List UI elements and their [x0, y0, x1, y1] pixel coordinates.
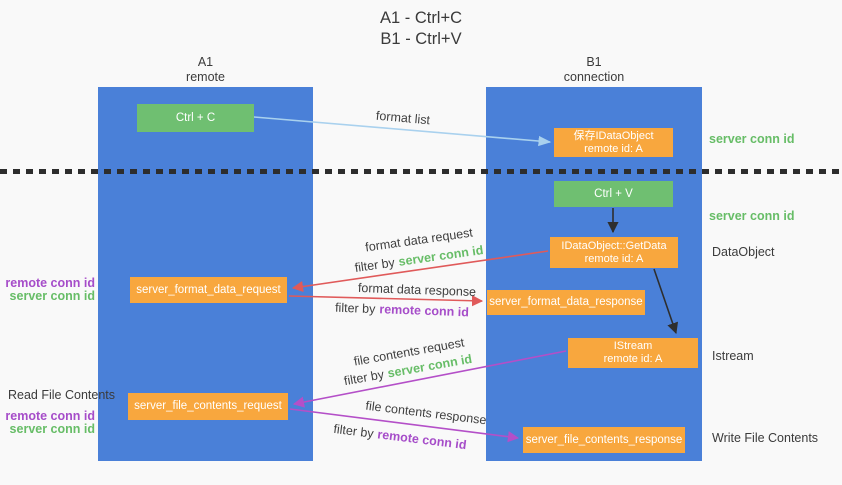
read-file-contents-label: Read File Contents	[8, 388, 116, 402]
write-file-contents-label: Write File Contents	[712, 431, 819, 445]
lifeline-b1-header: B1 connection	[486, 55, 702, 85]
filter-by-text: filter by	[334, 300, 376, 317]
remote-conn-id-left-1: remote conn id	[5, 276, 95, 290]
lifeline-a1-role: remote	[186, 70, 225, 84]
server-format-data-response-node: server_format_data_response	[487, 290, 645, 315]
server-file-contents-response-node: server_file_contents_response	[523, 427, 685, 453]
lifeline-b1-role: connection	[563, 70, 625, 84]
server-conn-id-left-1: server conn id	[9, 289, 95, 303]
format-data-response-arrow	[288, 295, 484, 307]
istream-line2: remote id: A	[603, 353, 663, 365]
ctrl-v-node: Ctrl + V	[554, 181, 673, 207]
istream-line1: IStream	[613, 340, 653, 352]
save-idataobject-line1: 保存IDataObject	[573, 129, 654, 142]
istream-node: IStream remote id: A	[568, 338, 698, 368]
server-format-data-request-node: server_format_data_request	[130, 277, 287, 303]
title-line-b1: B1 - Ctrl+V	[380, 30, 462, 48]
lifeline-b1-name: B1	[586, 55, 602, 69]
format-data-request-arrow	[291, 250, 549, 293]
ctrl-c-node: Ctrl + C	[137, 104, 254, 132]
file-contents-request-arrow	[292, 350, 567, 408]
server-conn-id-left-2: server conn id	[9, 422, 95, 436]
server-conn-id-right-mid: server conn id	[709, 209, 795, 223]
dataobject-label: DataObject	[712, 245, 775, 259]
lifeline-a1-header: A1 remote	[98, 55, 313, 85]
getdata-line2: remote id: A	[584, 252, 644, 265]
idataobject-getdata-node: IDataObject::GetData remote id: A	[550, 237, 678, 268]
conn-id-pair-bottom: remote conn id server conn id	[0, 410, 95, 436]
getdata-to-istream-arrow	[653, 268, 679, 335]
lifeline-a1-name: A1	[197, 55, 214, 69]
format-list-arrow	[253, 116, 552, 147]
page-title: A1 - Ctrl+C B1 - Ctrl+V	[0, 8, 842, 50]
dotted-separator-line	[0, 169, 842, 174]
file-contents-response-arrow	[289, 408, 520, 443]
istream-side-label: Istream	[712, 349, 754, 363]
server-file-contents-request-node: server_file_contents_request	[128, 393, 288, 420]
save-idataobject-line2: remote id: A	[584, 142, 643, 155]
remote-conn-id-left-2: remote conn id	[5, 409, 95, 423]
server-conn-id-right-top: server conn id	[709, 132, 795, 146]
title-line-a1: A1 - Ctrl+C	[379, 9, 463, 27]
getdata-line1: IDataObject::GetData	[561, 239, 667, 252]
conn-id-pair-top: remote conn id server conn id	[0, 277, 95, 303]
save-idataobject-node: 保存IDataObject remote id: A	[554, 128, 673, 157]
